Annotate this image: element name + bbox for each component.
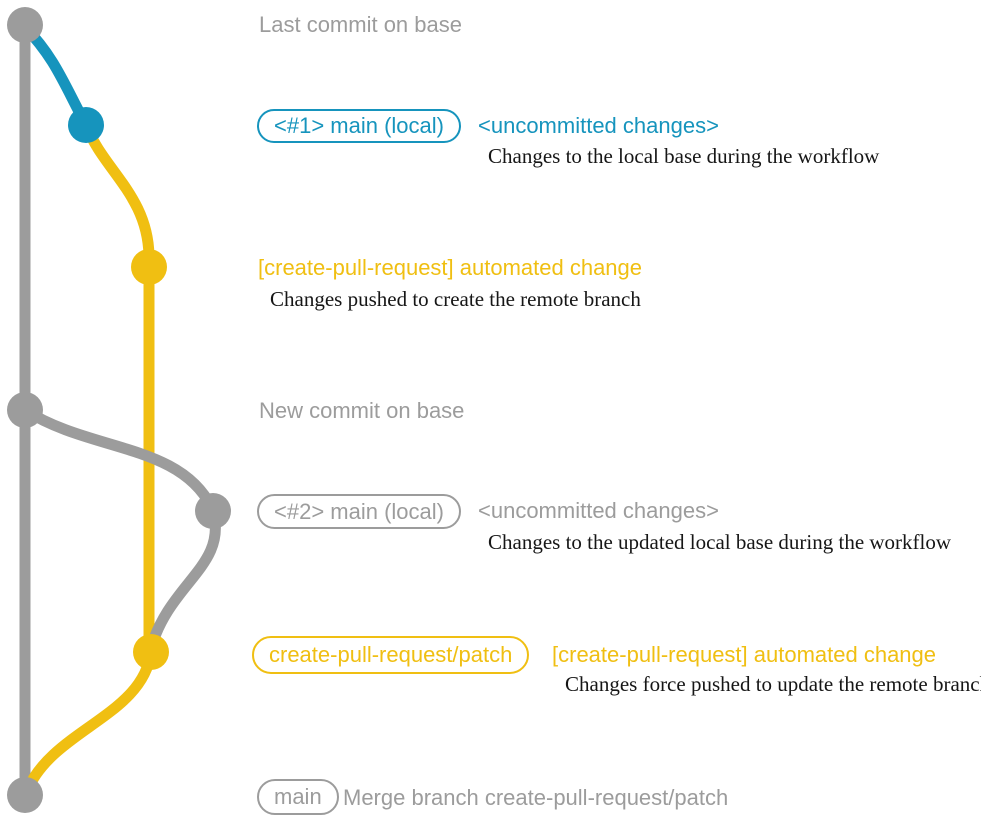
commit-automated-change-1: [131, 249, 167, 285]
label-uncommitted-changes-2: <uncommitted changes>: [478, 498, 719, 523]
desc-updated-local-base-changes: Changes to the updated local base during…: [488, 530, 952, 554]
commit-new-on-base: [7, 392, 43, 428]
label-new-commit-on-base: New commit on base: [259, 398, 465, 423]
commit-local-main-1: [68, 107, 104, 143]
commit-last-on-base: [7, 7, 43, 43]
label-last-commit-on-base: Last commit on base: [259, 12, 462, 37]
badge-main: main: [257, 779, 339, 815]
label-merge-branch: Merge branch create-pull-request/patch: [343, 785, 729, 810]
yellow-merge-curve: [21, 646, 157, 797]
badge-main-local-1: <#1> main (local): [257, 109, 461, 143]
commit-local-main-2: [195, 493, 231, 529]
commit-merge: [7, 777, 43, 813]
badge-main-local-2: <#2> main (local): [257, 494, 461, 529]
commit-automated-change-2: [133, 634, 169, 670]
yellow-branch-line: [80, 119, 155, 658]
desc-force-pushed-update-branch: Changes force pushed to update the remot…: [565, 672, 981, 696]
label-automated-change-2: [create-pull-request] automated change: [552, 642, 937, 667]
gray-rebase-curve: [145, 505, 221, 654]
git-graph: [7, 7, 231, 813]
desc-pushed-create-branch: Changes pushed to create the remote bran…: [270, 287, 641, 311]
desc-local-base-changes: Changes to the local base during the wor…: [488, 144, 880, 168]
badge-patch-branch: create-pull-request/patch: [252, 636, 530, 674]
label-automated-change-1: [create-pull-request] automated change: [258, 255, 643, 280]
gray-update-curve: [19, 404, 218, 514]
label-uncommitted-changes-1: <uncommitted changes>: [478, 113, 719, 138]
